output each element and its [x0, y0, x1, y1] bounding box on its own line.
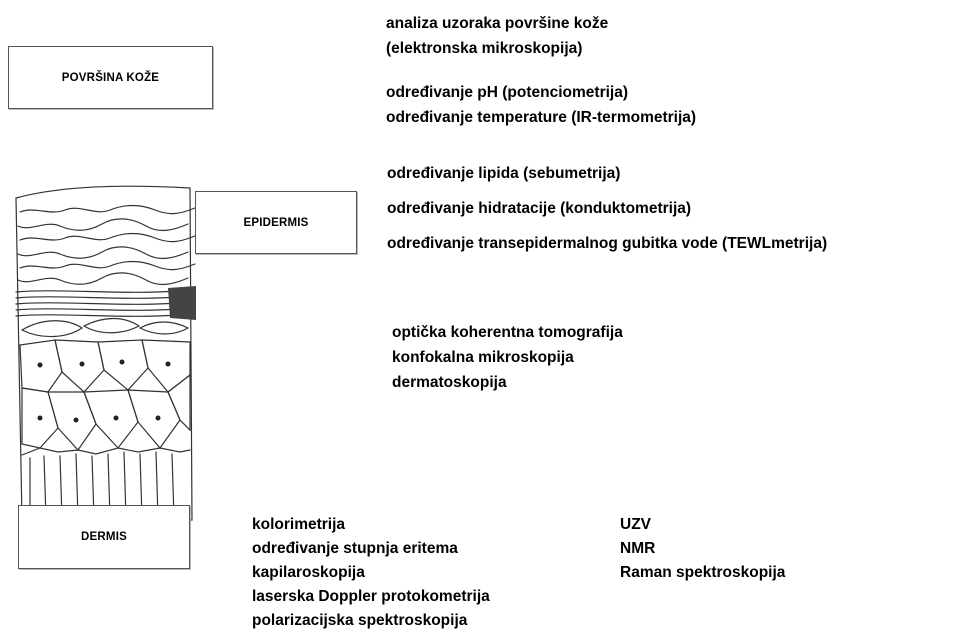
cell-nucleus	[37, 415, 43, 421]
stratum-lucidum-line	[15, 307, 191, 311]
method-line: polarizacijska spektroskopija	[252, 612, 468, 629]
surface-methods: analiza uzoraka površine kože (elektrons…	[386, 11, 608, 61]
cell-nucleus	[119, 359, 125, 365]
surface-label: POVRŠINA KOŽE	[61, 71, 160, 84]
spinous-cell	[54, 339, 105, 393]
spinous-cell	[141, 339, 191, 393]
cell-nucleus	[165, 361, 171, 367]
stratum-corneum-line	[19, 204, 196, 215]
dermis-label-box: DERMIS	[18, 505, 190, 569]
stratum-lucidum-line	[15, 289, 191, 293]
deep-methods: UZV NMR Raman spektroskopija	[620, 513, 785, 585]
cell-nucleus	[79, 361, 85, 367]
method-line: određivanje pH (potenciometrija)	[386, 84, 629, 101]
method-line: određivanje hidratacije (konduktometrija…	[387, 200, 692, 217]
stratum-lucidum-line	[15, 313, 191, 317]
granular-cell	[20, 320, 84, 338]
method-line: konfokalna mikroskopija	[392, 349, 574, 366]
granular-cell	[82, 317, 141, 334]
spinous-cell	[47, 391, 97, 451]
ph-temperature-methods: određivanje pH (potenciometrija) određiv…	[386, 80, 696, 130]
stratum-lucidum-line	[15, 301, 191, 305]
method-line: kapilaroskopija	[252, 564, 365, 581]
method-line: određivanje stupnja eritema	[252, 540, 458, 557]
epidermis-label-box: EPIDERMIS	[195, 191, 357, 254]
skin-outline	[15, 185, 193, 521]
stratum-corneum-line	[17, 218, 189, 232]
dermis-methods: kolorimetrija određivanje stupnja eritem…	[252, 513, 490, 633]
stratum-corneum-line	[17, 272, 189, 286]
method-line: analiza uzoraka površine kože	[386, 15, 609, 32]
cell-nucleus	[155, 415, 161, 421]
stratum-corneum-line	[17, 246, 189, 260]
method-line: (elektronska mikroskopija)	[386, 40, 583, 57]
cell-nucleus	[73, 417, 79, 423]
stratum-corneum-line	[19, 260, 196, 271]
basal-cell-row	[21, 447, 191, 456]
spinous-cell	[167, 373, 191, 432]
stratum-corneum-line	[19, 232, 196, 243]
imaging-methods: optička koherentna tomografija konfokaln…	[392, 320, 623, 395]
epidermis-methods: određivanje lipida (sebumetrija) određiv…	[387, 156, 827, 261]
spinous-cell	[21, 387, 59, 449]
method-line: optička koherentna tomografija	[392, 324, 623, 341]
method-line: određivanje lipida (sebumetrija)	[387, 165, 621, 182]
granular-cell	[138, 321, 190, 335]
method-line: UZV	[620, 516, 651, 533]
cell-nucleus	[37, 362, 43, 368]
spinous-cell	[97, 339, 149, 391]
method-line: određivanje transepidermalnog gubitka vo…	[387, 235, 828, 252]
spinous-cell	[19, 339, 63, 393]
epidermis-label: EPIDERMIS	[243, 216, 309, 229]
method-line: dermatoskopija	[392, 374, 507, 391]
shaded-stratum	[168, 286, 196, 320]
cell-nucleus	[113, 415, 119, 421]
method-line: laserska Doppler protokometrija	[252, 588, 490, 605]
dermis-label: DERMIS	[81, 531, 127, 543]
stratum-lucidum-line	[15, 295, 191, 299]
spinous-cell	[127, 389, 181, 449]
spinous-cell	[83, 389, 139, 449]
method-line: kolorimetrija	[252, 516, 346, 533]
surface-label-box: POVRŠINA KOŽE	[8, 46, 213, 109]
method-line: NMR	[620, 540, 656, 557]
method-line: određivanje temperature (IR-termometrija…	[386, 109, 697, 126]
method-line: Raman spektroskopija	[620, 564, 786, 581]
